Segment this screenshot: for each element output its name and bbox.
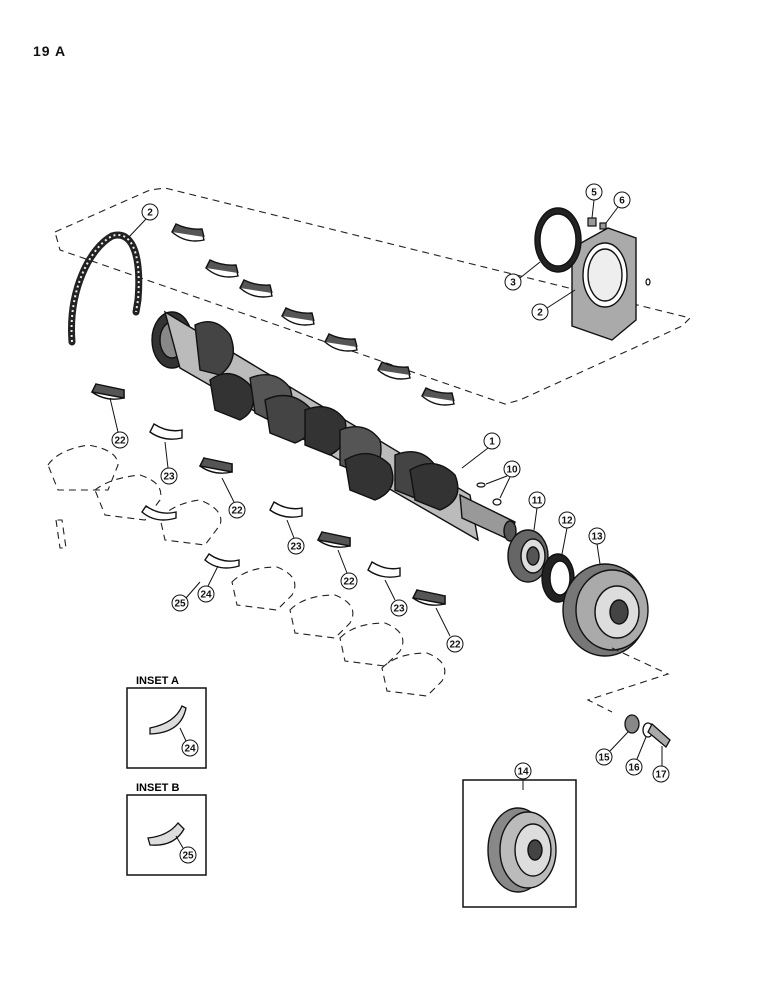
key-parts xyxy=(476,482,502,506)
crankshaft xyxy=(151,310,517,542)
svg-text:11: 11 xyxy=(532,496,543,507)
inset-b-title: INSET B xyxy=(136,782,179,794)
svg-text:23: 23 xyxy=(290,542,302,553)
damper-pulley xyxy=(487,807,557,893)
callout-15: 15 xyxy=(595,731,629,766)
inset-a-thrust-washer xyxy=(149,705,187,735)
svg-text:16: 16 xyxy=(628,763,640,774)
callout-22-b: 22 xyxy=(221,477,246,519)
inset-b-box xyxy=(126,794,207,876)
page-number: 19 A xyxy=(33,43,67,59)
retainer-screw xyxy=(587,217,651,286)
callout-22-c: 22 xyxy=(337,549,358,590)
svg-text:12: 12 xyxy=(561,516,573,527)
callout-22-d: 22 xyxy=(435,607,464,653)
inset-a-title: INSET A xyxy=(136,675,179,687)
crankshaft-gear xyxy=(507,529,549,583)
callout-2: 2 xyxy=(531,289,576,321)
svg-text:6: 6 xyxy=(619,196,625,207)
svg-text:14: 14 xyxy=(517,767,529,778)
lower-bearing-shells xyxy=(90,382,446,606)
upper-bearing-shells xyxy=(171,223,455,406)
callout-23-c: 23 xyxy=(384,579,408,617)
callout-inset-b: 25 xyxy=(175,835,197,864)
rear-oil-seal xyxy=(534,207,582,273)
inset-a-box xyxy=(126,687,207,769)
callout-4: 2 xyxy=(127,203,159,239)
callout-25: 25 xyxy=(171,581,201,612)
callout-24: 24 xyxy=(197,565,219,603)
crankshaft-pulley xyxy=(562,563,649,657)
callout-17: 17 xyxy=(652,746,670,783)
svg-text:15: 15 xyxy=(598,753,610,764)
lower-bearing-caps xyxy=(47,444,446,697)
svg-text:24: 24 xyxy=(184,744,196,755)
pulley-leader xyxy=(586,647,670,713)
svg-text:17: 17 xyxy=(655,770,667,781)
rear-gasket xyxy=(68,231,143,346)
callout-1: 1 xyxy=(461,432,501,469)
svg-text:1: 1 xyxy=(489,437,495,448)
svg-text:24: 24 xyxy=(200,590,212,601)
svg-text:5: 5 xyxy=(591,188,597,199)
svg-text:10: 10 xyxy=(506,465,518,476)
svg-text:23: 23 xyxy=(393,604,405,615)
callout-22-a: 22 xyxy=(109,397,129,449)
front-oil-seal xyxy=(541,553,575,603)
callout-12: 12 xyxy=(558,511,576,555)
svg-text:25: 25 xyxy=(182,851,194,862)
svg-text:2: 2 xyxy=(147,208,153,219)
callout-10: 10 xyxy=(485,460,521,499)
callout-23-b: 23 xyxy=(286,519,305,555)
callout-13: 13 xyxy=(588,527,606,565)
callout-11: 11 xyxy=(528,491,546,531)
callout-5: 5 xyxy=(585,183,603,219)
pulley-hardware xyxy=(624,714,671,748)
svg-text:22: 22 xyxy=(343,577,355,588)
svg-text:22: 22 xyxy=(231,506,243,517)
svg-text:13: 13 xyxy=(591,532,603,543)
svg-text:2: 2 xyxy=(537,308,543,319)
callout-14: 14 xyxy=(514,762,532,790)
svg-text:22: 22 xyxy=(449,640,461,651)
svg-text:25: 25 xyxy=(174,599,186,610)
svg-text:22: 22 xyxy=(114,436,126,447)
callout-16: 16 xyxy=(625,736,647,776)
svg-text:23: 23 xyxy=(163,472,175,483)
svg-text:3: 3 xyxy=(510,278,516,289)
callout-3: 3 xyxy=(504,261,541,291)
damper-pulley-box xyxy=(462,779,577,908)
callout-inset-a: 24 xyxy=(179,727,199,757)
dashed-group-outline xyxy=(54,187,692,405)
callout-6: 6 xyxy=(605,191,631,224)
callout-23-a: 23 xyxy=(160,441,178,485)
inset-b-thrust-washer xyxy=(147,822,185,846)
rear-seal-retainer xyxy=(571,227,637,341)
